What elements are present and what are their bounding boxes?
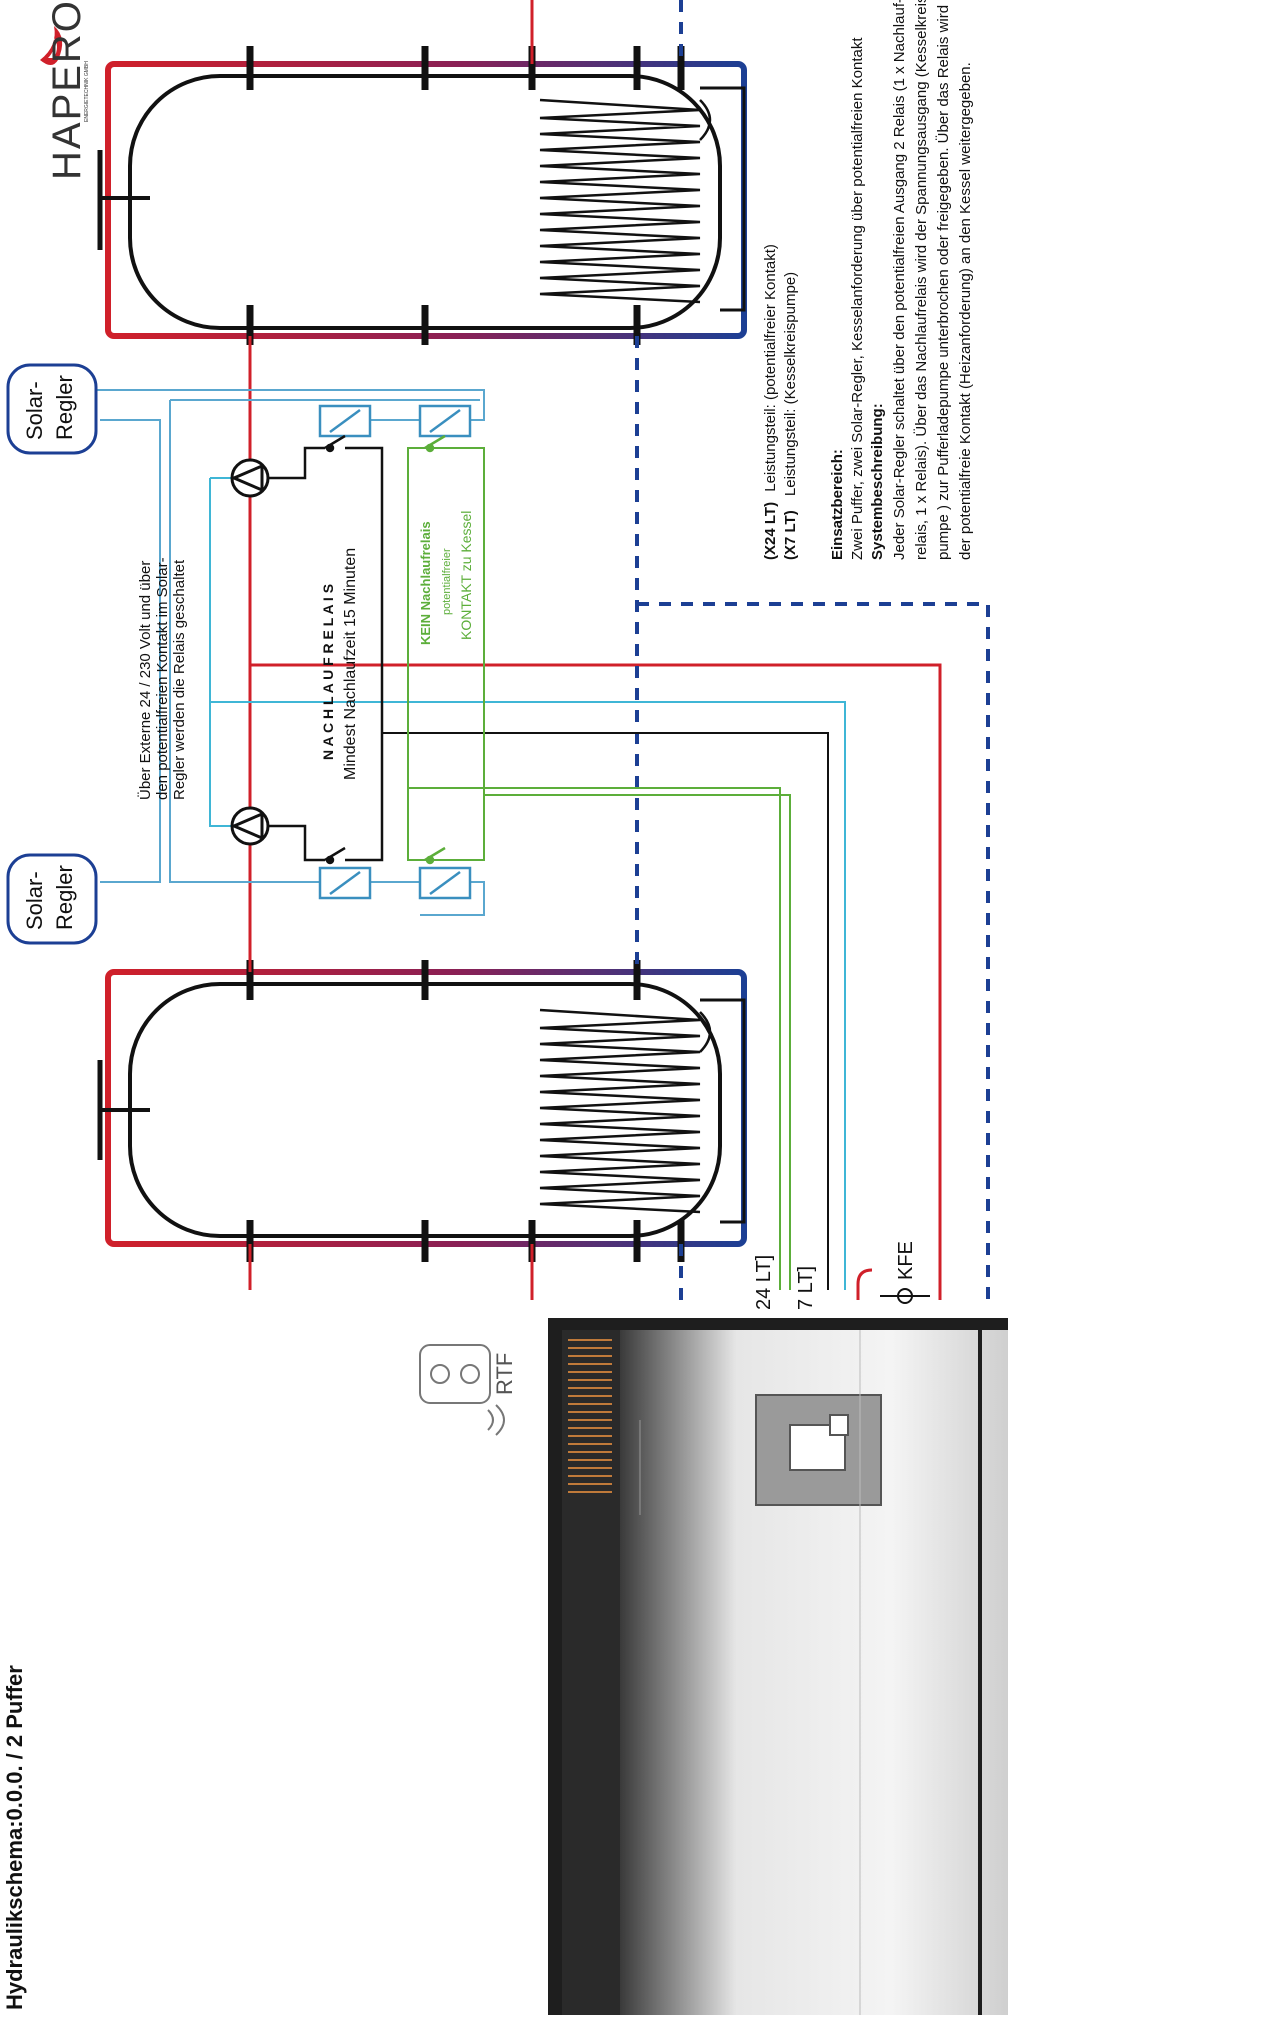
- einsatz-heading: Einsatzbereich:: [829, 449, 846, 560]
- system-line: der potentialfreie Kontakt (Heizanforder…: [957, 62, 974, 560]
- solar-regler-bottom: Solar- Regler: [6, 853, 98, 945]
- page-title: Hydraulikschema:0.0.0. / 2 Puffer: [2, 1665, 27, 2010]
- system-line: relais, 1 x Relais). Über das Nachlaufre…: [912, 0, 930, 560]
- kein-contacts: [424, 434, 446, 865]
- terminal-x24: (X24 LT) Leistungsteil: (potentialfreier…: [762, 244, 779, 560]
- room-thermostat: RTF: [419, 1344, 517, 1436]
- terminal-x7: (X7 LT) Leistungsteil: (Kesselkreispumpe…: [782, 272, 799, 560]
- system-line: Jeder Solar-Regler schaltet über den pot…: [891, 0, 908, 560]
- description-block: (X24 LT) Leistungsteil: (potentialfreier…: [762, 0, 974, 560]
- x24-label: 24 LT]: [753, 1255, 775, 1310]
- flame-icon: [40, 26, 63, 65]
- relay-coils: [318, 404, 472, 900]
- relay-contacts: [268, 434, 384, 865]
- svg-text:N A C H L A U F R E L A I S: N A C H L A U F R E L A I S: [320, 584, 336, 760]
- logo-text: HAPERO: [45, 0, 89, 180]
- einsatz-text: Zwei Puffer, zwei Solar-Regler, Kesselan…: [849, 37, 866, 560]
- svg-text:den potentialfreien Kontakt im: den potentialfreien Kontakt im Solar-: [154, 557, 171, 800]
- dial-icon: [430, 1364, 450, 1384]
- wireless-icon: [487, 1404, 505, 1436]
- svg-text:Mindest Nachlaufzeit 15 Minute: Mindest Nachlaufzeit 15 Minuten: [342, 548, 359, 780]
- dial-icon: [460, 1364, 480, 1384]
- boiler-kessel: [548, 1318, 1008, 2015]
- svg-text:KEIN Nachlaufrelais: KEIN Nachlaufrelais: [418, 521, 433, 645]
- svg-text:Solar-: Solar-: [22, 871, 47, 930]
- svg-text:Regler: Regler: [52, 865, 77, 930]
- solar-coil: [539, 98, 701, 304]
- pipes: [80, 0, 990, 1300]
- solar-regler-top: Solar- Regler: [6, 363, 98, 455]
- pump-icon: [230, 458, 270, 846]
- svg-text:KFE: KFE: [895, 1241, 917, 1280]
- kein-label: KEIN Nachlaufrelais potentialfreier KONT…: [418, 511, 474, 645]
- kfe-valve: KFE: [856, 1241, 930, 1304]
- svg-text:Solar-: Solar-: [22, 381, 47, 440]
- hapero-logo: HAPERO ENERGIETECHNIK GMBH: [40, 0, 90, 180]
- system-line: pumpe ) zur Pufferladepumpe unterbrochen…: [934, 5, 952, 560]
- system-heading: Systembeschreibung:: [869, 403, 886, 560]
- svg-text:RTF: RTF: [492, 1353, 517, 1395]
- nachlauf-label: N A C H L A U F R E L A I S Mindest Nach…: [320, 548, 359, 780]
- svg-text:Regler: Regler: [52, 375, 77, 440]
- svg-text:KONTAKT zu Kessel: KONTAKT zu Kessel: [458, 511, 474, 640]
- relay-note: Über Externe 24 / 230 Volt und über den …: [136, 557, 188, 800]
- svg-text:potentialfreier: potentialfreier: [441, 548, 453, 615]
- x7-label: 7 LT]: [795, 1266, 817, 1310]
- buffer-tank-top: [97, 46, 747, 345]
- buffer-tank-bottom: [97, 960, 747, 1262]
- svg-text:Über Externe 24 / 230 Volt und: Über Externe 24 / 230 Volt und über: [136, 561, 154, 800]
- logo-subtext: ENERGIETECHNIK GMBH: [84, 61, 90, 122]
- svg-text:Regler werden die Relais gesch: Regler werden die Relais geschaltet: [171, 559, 188, 800]
